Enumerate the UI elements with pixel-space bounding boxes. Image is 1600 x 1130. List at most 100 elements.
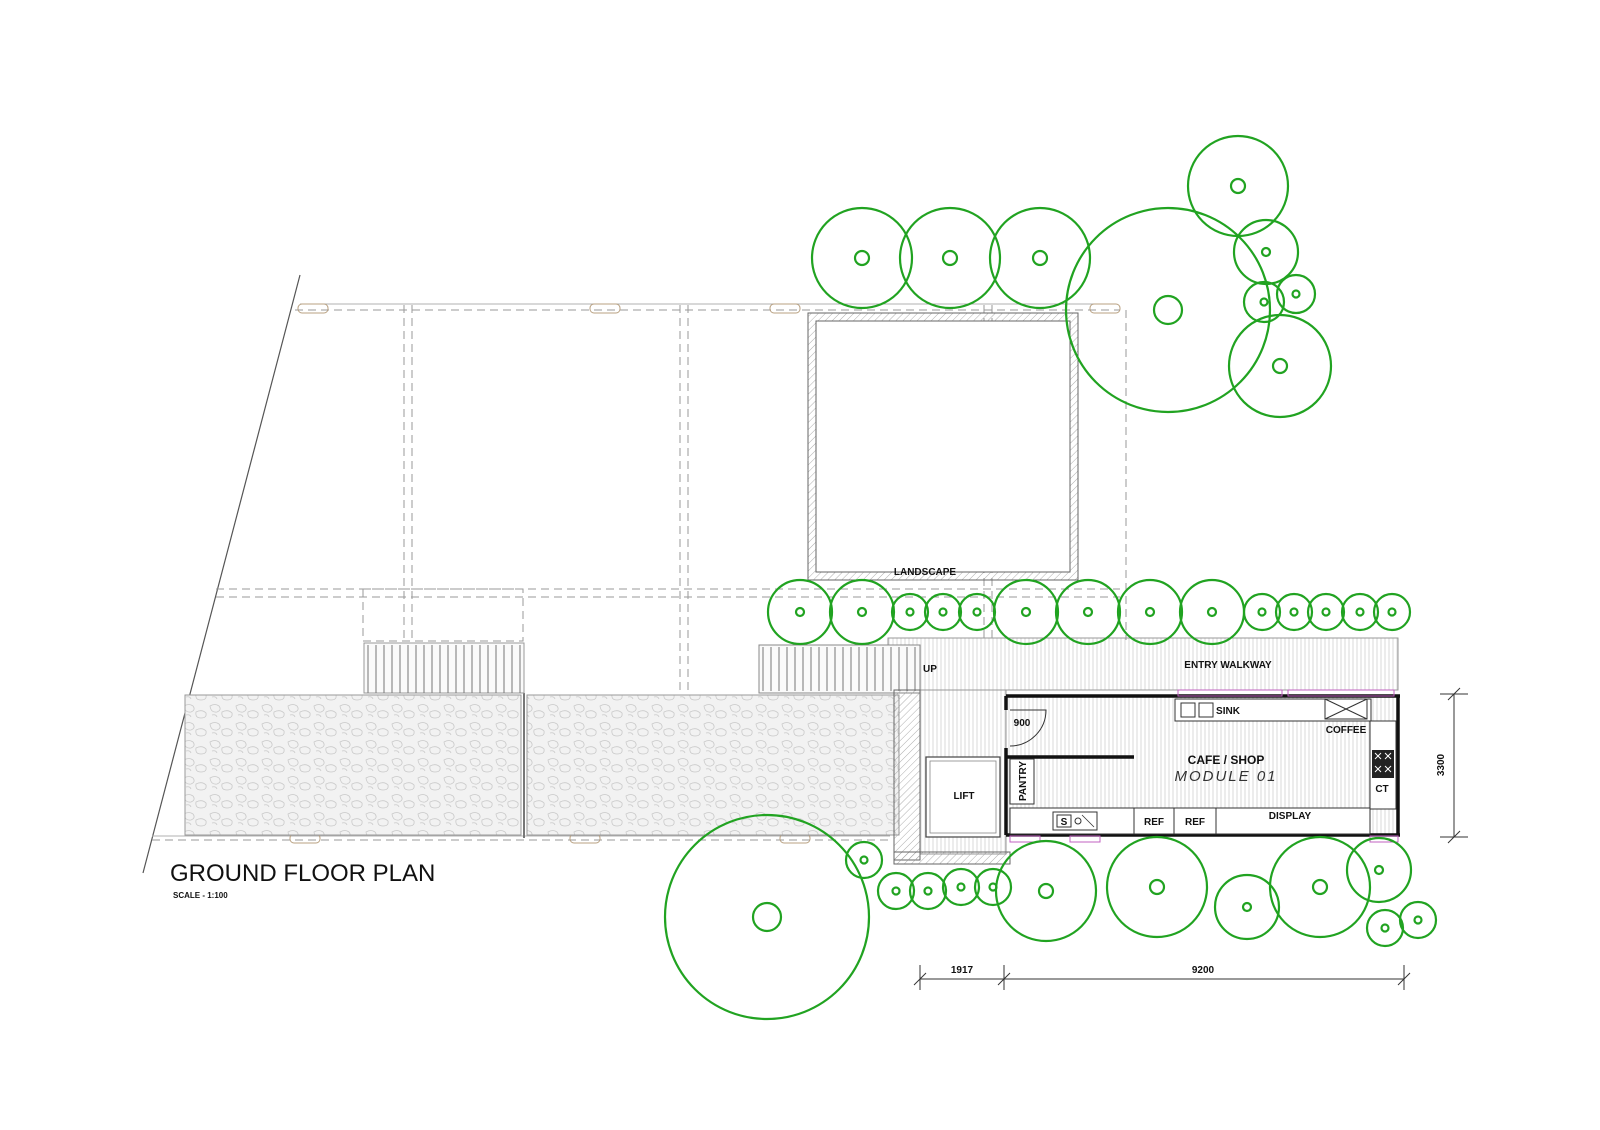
tree-trunk bbox=[905, 607, 915, 617]
tree-canopy bbox=[1242, 280, 1286, 324]
label-module: MODULE 01 bbox=[1174, 768, 1277, 785]
label-sink: SINK bbox=[1216, 706, 1241, 717]
stair-left bbox=[363, 642, 525, 694]
dim-width-right: 9200 bbox=[1192, 965, 1215, 976]
tree-canopy bbox=[1227, 313, 1333, 419]
tree-trunk bbox=[1020, 606, 1032, 618]
tree-canopy bbox=[898, 206, 1002, 310]
tree-trunk bbox=[1271, 357, 1289, 375]
trees bbox=[663, 134, 1438, 1021]
tree-trunk bbox=[1229, 177, 1247, 195]
dim-width-left: 1917 bbox=[951, 965, 974, 976]
tree-canopy bbox=[1275, 273, 1317, 315]
label-ct: CT bbox=[1375, 784, 1388, 795]
stone-paving bbox=[184, 693, 900, 838]
tree-trunk bbox=[1355, 607, 1365, 617]
label-ref-1: REF bbox=[1144, 817, 1164, 828]
tree-trunk bbox=[1259, 297, 1269, 307]
plan-scale: SCALE - 1:100 bbox=[173, 891, 228, 900]
tree-trunk bbox=[1321, 607, 1331, 617]
tree-canopy bbox=[1116, 578, 1184, 646]
tree-trunk bbox=[1031, 249, 1049, 267]
tree-canopy bbox=[1340, 592, 1380, 632]
tree-canopy bbox=[1064, 206, 1272, 414]
tree-trunk bbox=[1291, 289, 1301, 299]
tree-canopy bbox=[766, 578, 834, 646]
tree-trunk bbox=[859, 855, 869, 865]
tree-canopy bbox=[663, 813, 871, 1021]
tree-trunk bbox=[1206, 606, 1218, 618]
tree-trunk bbox=[1152, 294, 1184, 326]
tree-canopy bbox=[1213, 873, 1281, 941]
tree-trunk bbox=[1380, 923, 1390, 933]
label-coffee: COFFEE bbox=[1326, 725, 1367, 736]
tree-trunk bbox=[938, 607, 948, 617]
tree-canopy bbox=[1398, 900, 1438, 940]
tree-trunk bbox=[794, 606, 806, 618]
tree-canopy bbox=[1306, 592, 1346, 632]
tree-canopy bbox=[923, 592, 963, 632]
label-lift: LIFT bbox=[953, 791, 974, 802]
tree-canopy bbox=[992, 578, 1060, 646]
tree-trunk bbox=[956, 882, 966, 892]
label-door-width: 900 bbox=[1014, 718, 1031, 729]
tree-canopy bbox=[1232, 218, 1300, 286]
tree-canopy bbox=[1274, 592, 1314, 632]
tree-trunk bbox=[853, 249, 871, 267]
tree-canopy bbox=[1242, 592, 1282, 632]
tree-trunk bbox=[856, 606, 868, 618]
tree-canopy bbox=[890, 592, 930, 632]
title-block: GROUND FLOOR PLAN SCALE - 1:100 bbox=[170, 860, 435, 900]
label-pantry: PANTRY bbox=[1018, 761, 1029, 801]
dimension-lines: 3300 1917 9200 bbox=[913, 687, 1468, 990]
tree-trunk bbox=[1241, 901, 1253, 913]
tree-trunk bbox=[1289, 607, 1299, 617]
tree-canopy bbox=[876, 871, 916, 911]
tree-trunk bbox=[1413, 915, 1423, 925]
tree-canopy bbox=[1365, 908, 1405, 948]
tree-canopy bbox=[973, 867, 1013, 907]
tree-trunk bbox=[751, 901, 783, 933]
tree-canopy bbox=[1178, 578, 1246, 646]
label-cafe-shop: CAFE / SHOP bbox=[1188, 753, 1265, 767]
label-entry-walkway: ENTRY WALKWAY bbox=[1184, 660, 1272, 671]
tree-canopy bbox=[1054, 578, 1122, 646]
tree-trunk bbox=[1311, 878, 1329, 896]
tree-canopy bbox=[810, 206, 914, 310]
tree-trunk bbox=[1260, 246, 1272, 258]
tree-canopy bbox=[941, 867, 981, 907]
tree-canopy bbox=[828, 578, 896, 646]
tree-trunk bbox=[972, 607, 982, 617]
dim-height: 3300 bbox=[1436, 753, 1447, 776]
tree-canopy bbox=[1345, 836, 1413, 904]
tree-trunk bbox=[1144, 606, 1156, 618]
tree-trunk bbox=[1387, 607, 1397, 617]
label-sink-symbol: S bbox=[1061, 817, 1068, 828]
label-ref-2: REF bbox=[1185, 817, 1205, 828]
tree-canopy bbox=[994, 839, 1098, 943]
tree-canopy bbox=[1268, 835, 1372, 939]
tree-canopy bbox=[957, 592, 997, 632]
tree-canopy bbox=[1105, 835, 1209, 939]
tree-trunk bbox=[923, 886, 933, 896]
tree-trunk bbox=[941, 249, 959, 267]
tree-trunk bbox=[1257, 607, 1267, 617]
tree-canopy bbox=[844, 840, 884, 880]
label-landscape: LANDSCAPE bbox=[894, 567, 957, 578]
landscape-planter: LANDSCAPE bbox=[807, 312, 1079, 581]
label-display: DISPLAY bbox=[1269, 811, 1312, 822]
lift-enclosure: LIFT bbox=[893, 689, 1011, 865]
stair-up: UP bbox=[758, 644, 937, 694]
tree-trunk bbox=[1037, 882, 1055, 900]
label-up: UP bbox=[923, 664, 937, 675]
tree-canopy bbox=[908, 871, 948, 911]
tree-canopy bbox=[1372, 592, 1412, 632]
plan-title: GROUND FLOOR PLAN bbox=[170, 860, 435, 887]
tree-trunk bbox=[1148, 878, 1166, 896]
tree-trunk bbox=[891, 886, 901, 896]
cafe-module: 900 PANTRY SINK COFFEE CT CAFE / SHOP MO… bbox=[1004, 689, 1400, 843]
tree-canopy bbox=[988, 206, 1092, 310]
tree-trunk bbox=[1373, 864, 1385, 876]
tree-trunk bbox=[1082, 606, 1094, 618]
